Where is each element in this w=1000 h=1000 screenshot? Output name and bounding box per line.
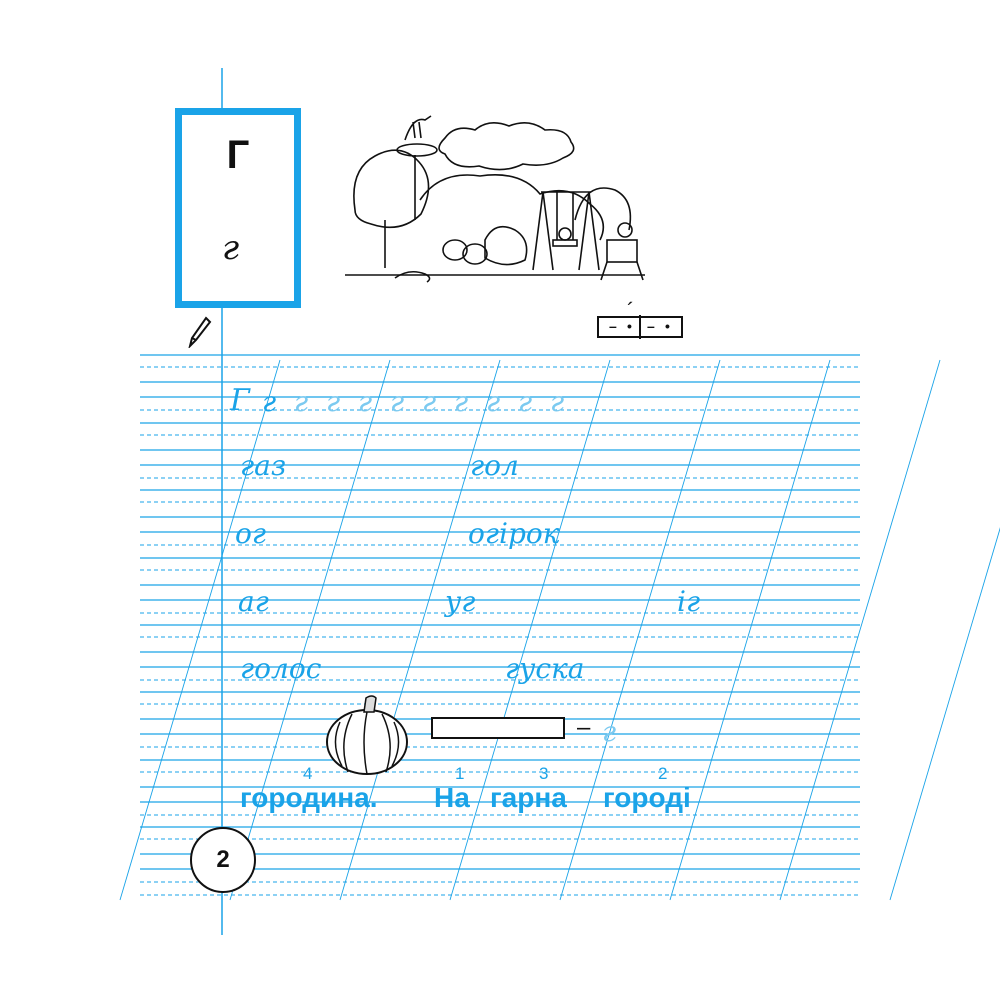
order-number: 4 bbox=[303, 764, 313, 783]
scheme-seg3: – bbox=[647, 318, 655, 334]
ruled-line bbox=[889, 527, 1000, 901]
row-letter: г bbox=[518, 385, 533, 418]
word-ogirok: огірок bbox=[468, 517, 560, 550]
riddle-answer-letter: г bbox=[602, 715, 617, 748]
ruled-line bbox=[119, 359, 281, 901]
sound-scheme: – • – • bbox=[597, 315, 683, 339]
sentence-word: городі bbox=[603, 782, 691, 813]
scheme-seg4: • bbox=[665, 318, 670, 334]
sentence-word: На bbox=[434, 782, 470, 813]
word-ag: аг bbox=[238, 585, 269, 618]
row-letter: г bbox=[550, 385, 565, 418]
scheme-divider bbox=[639, 315, 641, 339]
row-letter: г bbox=[326, 385, 341, 418]
row-letter: г bbox=[294, 385, 309, 418]
word-golos: голос bbox=[240, 652, 322, 685]
ruled-line bbox=[339, 359, 501, 901]
card-cursive-letter: г bbox=[222, 228, 240, 268]
answer-box[interactable] bbox=[431, 717, 565, 739]
accent-mark: ´ bbox=[627, 298, 635, 323]
row-letter: г bbox=[390, 385, 405, 418]
order-number: 2 bbox=[658, 764, 668, 783]
order-number: 1 bbox=[455, 764, 465, 783]
pumpkin-icon bbox=[326, 695, 408, 775]
sentence-word: городина. bbox=[240, 782, 378, 813]
row-letter: г bbox=[262, 385, 277, 418]
word-ug: уг bbox=[445, 585, 476, 618]
word-guska: гуска bbox=[505, 652, 585, 685]
ruled-line bbox=[229, 359, 391, 901]
order-number: 3 bbox=[539, 764, 549, 783]
card-printed-letter: Г bbox=[226, 133, 250, 177]
row-letter: г bbox=[454, 385, 469, 418]
letter-card: Г г bbox=[175, 108, 301, 308]
scheme-seg2: • bbox=[627, 318, 632, 334]
park-illustration bbox=[345, 115, 645, 283]
ruled-line bbox=[559, 359, 721, 901]
pen-icon bbox=[188, 316, 212, 348]
row-letter: г bbox=[486, 385, 501, 418]
sentence-word: гарна bbox=[490, 782, 567, 813]
row-letter: г bbox=[422, 385, 437, 418]
ruled-line bbox=[669, 359, 831, 901]
word-og: ог bbox=[235, 517, 267, 550]
word-gaz: газ bbox=[240, 449, 287, 482]
word-ig: іг bbox=[677, 585, 701, 618]
word-gol: гол bbox=[470, 449, 519, 482]
scheme-seg1: – bbox=[609, 318, 617, 334]
ruled-line bbox=[449, 359, 611, 901]
cursive-capital: Г bbox=[230, 383, 250, 418]
row-letter: г bbox=[358, 385, 373, 418]
page-number: 2 bbox=[190, 827, 256, 893]
riddle-dash: – bbox=[577, 714, 591, 741]
ruled-line bbox=[779, 359, 941, 901]
